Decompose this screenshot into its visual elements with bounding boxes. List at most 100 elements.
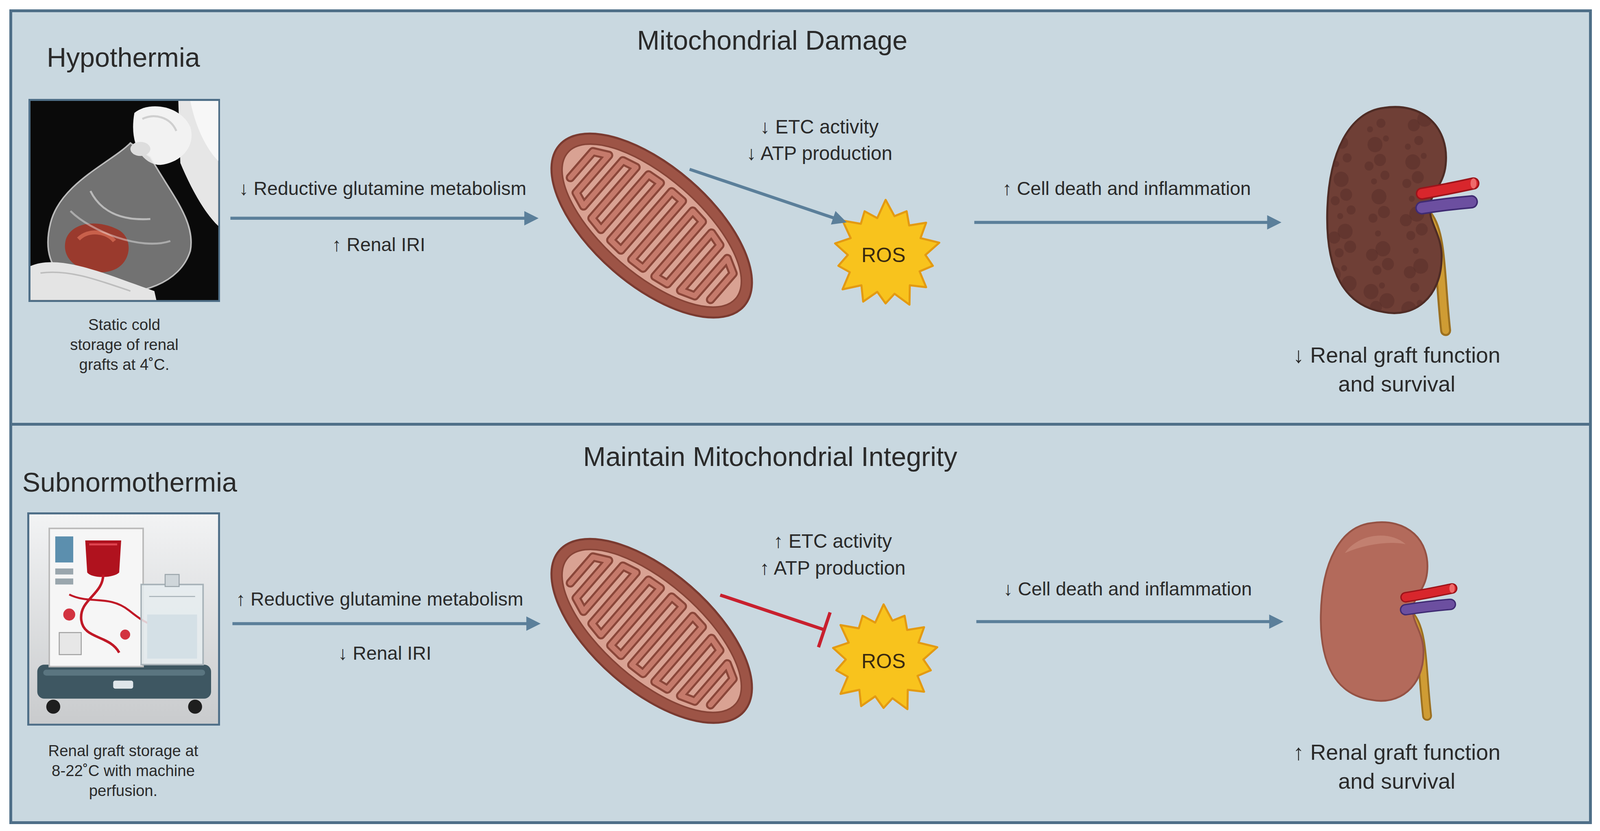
arrow-line (976, 619, 1273, 624)
kidney-drawing-part (1404, 143, 1411, 150)
kidney-drawing-part (1405, 154, 1421, 171)
arrow-head (830, 211, 847, 225)
kidney-drawing-part (1401, 301, 1417, 317)
mitochondrion-drawing-part (556, 135, 748, 316)
arrow-connector (232, 616, 541, 631)
burst-label: ROS (861, 242, 906, 268)
perfusion-machine-photo-part (63, 608, 76, 621)
arrow-line (689, 169, 837, 219)
kidney-drawing-part (1376, 118, 1386, 129)
perfusion-machine-photo-part (85, 540, 122, 577)
kidney-drawing-part (1345, 118, 1352, 125)
kidney-drawing-part (1380, 170, 1390, 181)
storage-photo-part (40, 272, 131, 291)
perfusion-machine-photo-part (55, 536, 74, 563)
kidney-drawing-part (1338, 300, 1348, 310)
inhibition-line (720, 594, 825, 630)
perfusion-machine-photo-part (55, 568, 74, 575)
kidney-drawing-part (1371, 189, 1387, 205)
kidney-drawing-part (1382, 257, 1394, 271)
kidney-drawing-part (1382, 135, 1389, 142)
kidney-drawing-part (1341, 265, 1348, 272)
perfusion-machine-photo-part (188, 699, 203, 713)
kidney-drawing-part (1470, 178, 1477, 189)
kidney-drawing-part (1342, 153, 1352, 163)
perfusion-machine-photo-part (149, 595, 196, 597)
perfusion-machine-photo (29, 514, 218, 724)
mitochondrion-drawing-part (536, 116, 768, 335)
kidney-drawing-part (1421, 183, 1474, 194)
kidney-drawing-part (1415, 223, 1428, 236)
kidney-drawing-part (1412, 247, 1420, 254)
mitochondrion-drawing-part (536, 521, 768, 740)
kidney-drawing-part (1372, 265, 1382, 275)
kidney-drawing-part (1329, 108, 1336, 116)
kidney-drawing-part (1363, 283, 1379, 300)
perfusion-machine-photo-part (113, 680, 134, 689)
kidney-drawing-part (1406, 231, 1416, 241)
arrow-sublabel: ↓ Renal IRI (337, 641, 432, 665)
perfusion-machine-photo-part (29, 514, 218, 724)
arrow-connector (230, 211, 539, 226)
kidney-drawing-part (1375, 230, 1382, 237)
storage-photo-part (30, 100, 219, 300)
arrow-connector (974, 215, 1282, 230)
arrow-label: ↓ Reductive glutamine metabolism (239, 177, 527, 201)
kidney-drawing-part (1413, 258, 1429, 274)
perfusion-machine-photo-part (89, 542, 118, 545)
panel-heading: Subnormothermia (22, 466, 238, 499)
arrow-label: ↑ Cell death and inflammation (1002, 177, 1251, 201)
kidney-drawing-part (1405, 587, 1452, 597)
storage-photo-part (142, 115, 177, 131)
kidney-drawing-part (1417, 111, 1433, 127)
kidney-drawing-part (1416, 299, 1424, 306)
mitochondrion-drawing (550, 132, 753, 319)
mitochondrion-drawing (550, 537, 753, 724)
kidney-drawing-part (1337, 213, 1344, 220)
photo-box: Static cold storage of renal grafts at 4… (28, 98, 221, 302)
kidney-drawing-part (1410, 283, 1420, 293)
kidney-shape: ↑ Renal graft function and survival (1318, 517, 1461, 717)
kidney-drawing-part (1405, 603, 1451, 610)
kidney-drawing-part (1379, 293, 1395, 309)
kidney-drawing-part (1411, 171, 1424, 184)
ros-star-drawing-part (834, 199, 940, 305)
arrow-sublabel: ↑ Renal IRI (331, 233, 426, 257)
arrow-label: ↑ ETC activity ↑ ATP production (759, 527, 906, 581)
kidney-caption: ↑ Renal graft function and survival (1292, 736, 1501, 796)
kidney-drawing-part (1379, 282, 1386, 289)
kidney-drawing-part (1325, 266, 1341, 283)
kidney-drawing-part (1333, 161, 1340, 168)
kidney-caption: ↓ Renal graft function and survival (1292, 340, 1501, 399)
perfusion-machine-photo-part (141, 584, 203, 665)
kidney-drawing-part (1408, 195, 1415, 202)
storage-photo-part (130, 141, 151, 156)
perfusion-machine-photo-part (165, 574, 179, 587)
kidney-drawing-part (1330, 196, 1340, 206)
arrow-head (524, 211, 539, 226)
kidney-drawing-part (1421, 201, 1472, 208)
kidney-drawing-part (1333, 171, 1349, 188)
arrow-head (1267, 215, 1282, 230)
mitochondrion-drawing-part (556, 540, 748, 721)
kidney-drawing-part (1325, 108, 1433, 317)
perfusion-machine-photo-part (81, 574, 120, 653)
perfusion-machine-photo-part (55, 577, 74, 585)
photo-caption: Static cold storage of renal grafts at 4… (69, 314, 179, 375)
kidney-shape: ↓ Renal graft function and survival (1324, 101, 1484, 332)
kidney-drawing-part (1336, 136, 1348, 149)
burst-label: ROS (861, 648, 906, 674)
condition-panel: SubnormothermiaMaintain Mitochondrial In… (9, 422, 1592, 824)
kidney-drawing-part (1405, 603, 1451, 610)
storage-photo-part (30, 261, 157, 300)
storage-photo-part (90, 190, 151, 219)
arrow-connector (689, 169, 847, 225)
photo-caption: Renal graft storage at 8-22˚C with machi… (47, 740, 199, 800)
storage-photo-part (190, 100, 219, 162)
kidney-drawing-part (1414, 135, 1424, 146)
mitochondrion-drawing-part (520, 100, 783, 351)
kidney-drawing-part (1402, 178, 1412, 189)
perfusion-machine-photo-part (147, 614, 198, 659)
perfusion-machine-photo-part (43, 669, 206, 676)
